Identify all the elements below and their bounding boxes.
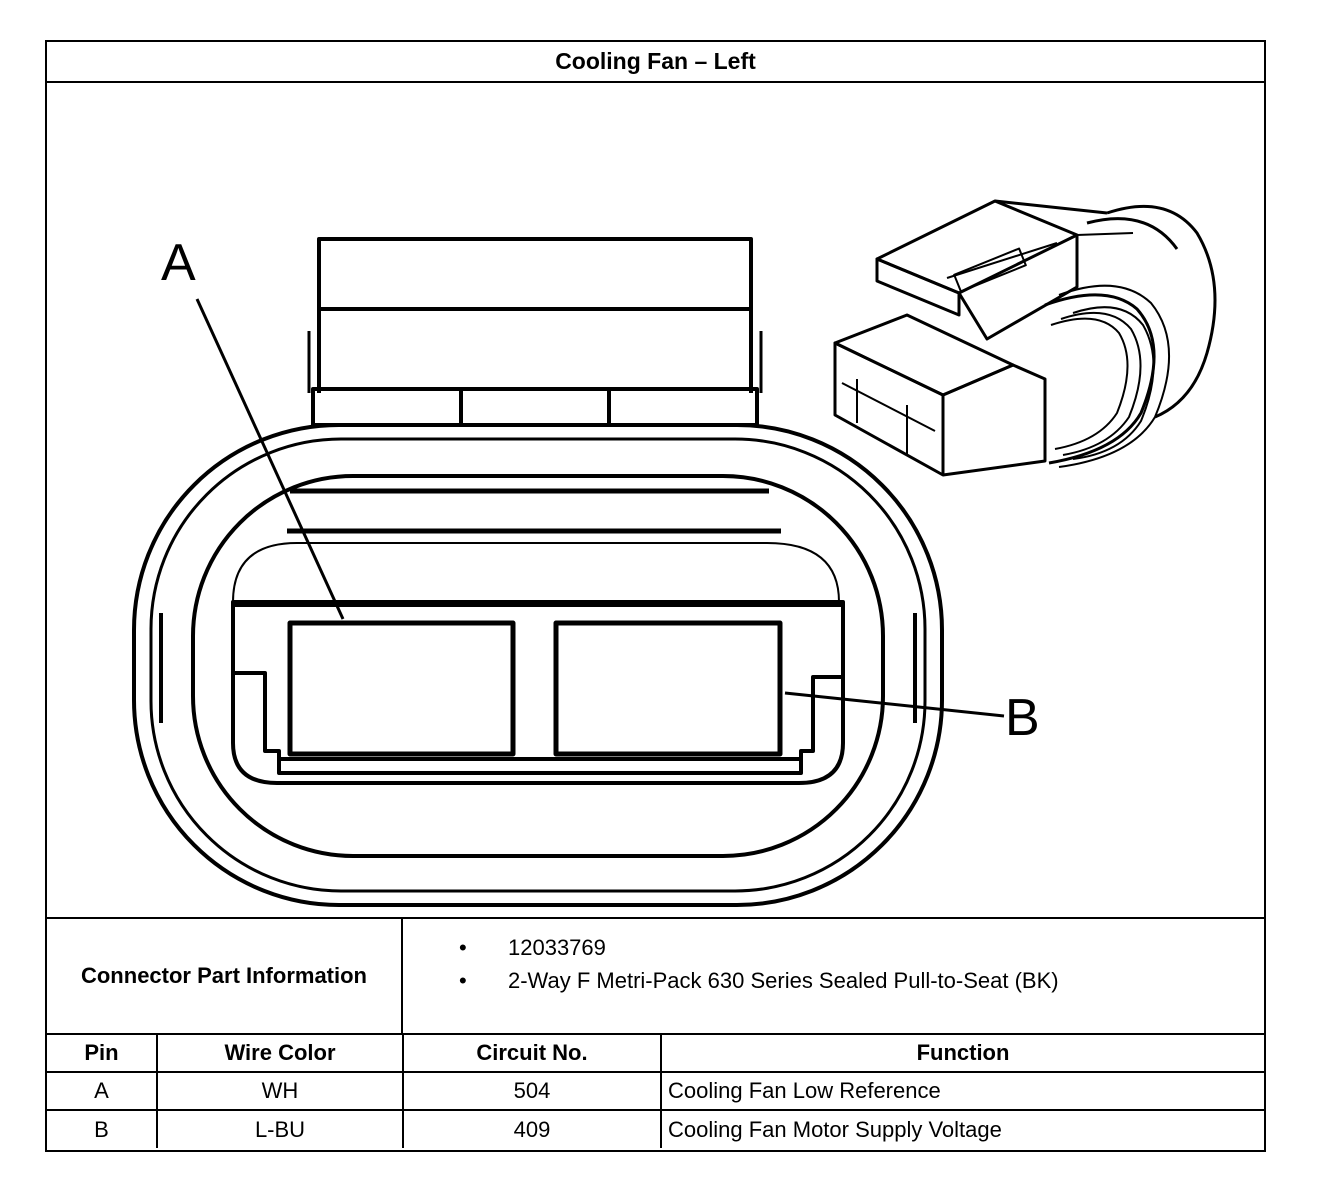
pin-b-leader	[784, 691, 1005, 718]
connector-sheet: Cooling Fan – Left	[45, 40, 1266, 1152]
terminal-b-slot	[553, 620, 783, 757]
header-function: Function	[660, 1033, 1264, 1073]
pin-b-callout: B	[1005, 689, 1040, 747]
table-row: A WH 504 Cooling Fan Low Reference	[47, 1071, 1264, 1111]
connector-part-number: 12033769	[403, 931, 1264, 964]
connector-face-svg: A B	[132, 199, 1217, 907]
function-cell: Cooling Fan Low Reference	[660, 1071, 1264, 1111]
function-cell: Cooling Fan Motor Supply Voltage	[660, 1109, 1264, 1148]
wire-color-cell: L-BU	[156, 1109, 404, 1148]
pin-table: Pin Wire Color Circuit No. Function A WH…	[47, 1033, 1264, 1148]
header-circuit-no: Circuit No.	[402, 1033, 662, 1073]
circuit-cell: 504	[402, 1071, 662, 1111]
pin-a-leader	[195, 298, 345, 620]
connector-info-row: Connector Part Information 12033769 2-Wa…	[47, 917, 1264, 1033]
circuit-cell: 409	[402, 1109, 662, 1148]
pin-cell: A	[47, 1071, 158, 1111]
pin-a-callout: A	[161, 234, 196, 292]
connector-isometric-illustration	[833, 199, 1217, 477]
table-row: B L-BU 409 Cooling Fan Motor Supply Volt…	[47, 1109, 1264, 1148]
terminal-a-slot	[287, 620, 516, 757]
diagram-title: Cooling Fan – Left	[47, 42, 1264, 83]
connector-info-label: Connector Part Information	[47, 919, 403, 1033]
header-wire-color: Wire Color	[156, 1033, 404, 1073]
connector-description: 2-Way F Metri-Pack 630 Series Sealed Pul…	[403, 964, 1264, 997]
connector-info-list: 12033769 2-Way F Metri-Pack 630 Series S…	[403, 919, 1264, 1045]
wire-color-cell: WH	[156, 1071, 404, 1111]
connector-drawing: A B	[47, 83, 1264, 917]
connector-body	[132, 423, 944, 907]
pin-cell: B	[47, 1109, 158, 1148]
pin-table-header: Pin Wire Color Circuit No. Function	[47, 1033, 1264, 1073]
latch-block	[307, 237, 763, 427]
header-pin: Pin	[47, 1033, 158, 1073]
